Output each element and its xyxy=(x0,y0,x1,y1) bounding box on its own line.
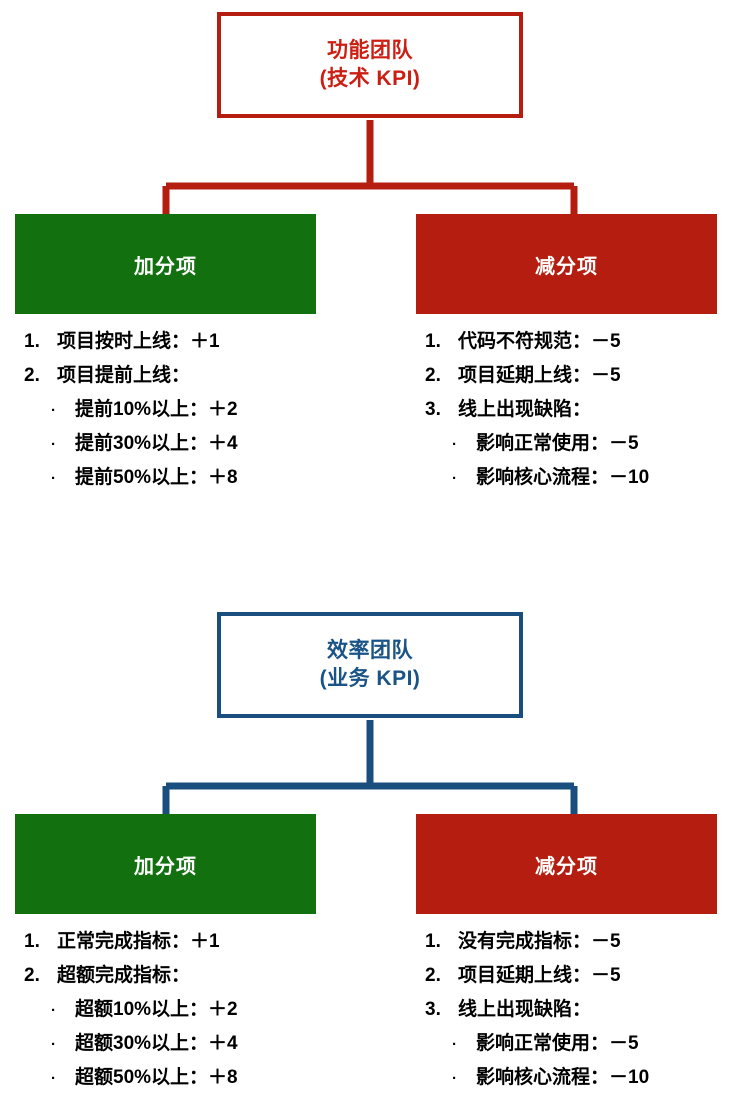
node-minus-points-label: 减分项 xyxy=(535,255,598,278)
list-item-label: 超额50%以上：＋8 xyxy=(75,1067,238,1088)
list-item-number: 3. xyxy=(425,999,441,1020)
list-item-label: 超额30%以上：＋4 xyxy=(75,1033,238,1054)
bullet-icon: · xyxy=(51,402,56,419)
list-item: · 超额50%以上：＋8 xyxy=(15,1062,335,1096)
list-item-label: 正常完成指标：＋1 xyxy=(57,931,220,952)
root-node-title-line1: 功能团队 xyxy=(327,39,413,63)
node-plus-points-business[interactable]: 加分项 xyxy=(15,814,316,914)
bullet-icon: · xyxy=(452,1036,457,1053)
bullet-icon: · xyxy=(452,436,457,453)
node-minus-points-label: 减分项 xyxy=(535,855,598,878)
list-item: 1. 项目按时上线：＋1 xyxy=(15,326,335,360)
list-item-label: 提前30%以上：＋4 xyxy=(75,433,238,454)
list-item-label: 超额10%以上：＋2 xyxy=(75,999,238,1020)
list-item-label: 项目延期上线：－5 xyxy=(458,365,621,386)
list-item-number: 2. xyxy=(425,965,441,986)
list-item: · 提前50%以上：＋8 xyxy=(15,462,335,496)
list-item-label: 项目延期上线：－5 xyxy=(458,965,621,986)
node-minus-points-technical[interactable]: 减分项 xyxy=(416,214,717,314)
list-item-label: 影响核心流程：－10 xyxy=(476,467,650,488)
list-item-label: 项目按时上线：＋1 xyxy=(57,331,220,352)
list-item-label: 没有完成指标：－5 xyxy=(458,931,621,952)
org-chart-business-team: 效率团队 (业务 KPI) 加分项 减分项 1. 正常完成指标：＋1 2. 超额完成指… xyxy=(0,600,732,1104)
list-item-label: 提前10%以上：＋2 xyxy=(75,399,238,420)
root-node-title-line2: (技术 KPI) xyxy=(319,67,421,90)
list-item: · 超额10%以上：＋2 xyxy=(15,994,335,1028)
list-item: · 提前30%以上：＋4 xyxy=(15,428,335,462)
node-plus-points-technical[interactable]: 加分项 xyxy=(15,214,316,314)
list-item-number: 3. xyxy=(425,399,441,420)
list-item: 2. 项目提前上线： xyxy=(15,360,335,394)
list-item-label: 提前50%以上：＋8 xyxy=(75,467,238,488)
list-item: 1. 代码不符规范：－5 xyxy=(416,326,732,360)
root-node-title-line1: 效率团队 xyxy=(327,639,413,663)
list-item-number: 2. xyxy=(24,365,40,386)
list-item: · 超额30%以上：＋4 xyxy=(15,1028,335,1062)
list-item: 3. 线上出现缺陷： xyxy=(416,994,732,1028)
list-item: 1. 正常完成指标：＋1 xyxy=(15,926,335,960)
list-item-number: 2. xyxy=(24,965,40,986)
bullet-icon: · xyxy=(51,470,56,487)
root-node-title-line2: (业务 KPI) xyxy=(319,667,421,690)
list-item-label: 影响核心流程：－10 xyxy=(476,1067,650,1088)
bullet-icon: · xyxy=(452,470,457,487)
list-item-label: 影响正常使用：－5 xyxy=(476,1033,639,1054)
bullet-icon: · xyxy=(51,1002,56,1019)
list-item-number: 1. xyxy=(24,931,40,952)
root-node-business-team[interactable]: 效率团队 (业务 KPI) xyxy=(217,612,523,718)
list-item: 2. 项目延期上线：－5 xyxy=(416,960,732,994)
list-item: · 提前10%以上：＋2 xyxy=(15,394,335,428)
connector-lines-technical xyxy=(162,120,578,216)
node-plus-points-label: 加分项 xyxy=(134,255,197,278)
root-node-technical-team[interactable]: 功能团队 (技术 KPI) xyxy=(217,12,523,118)
list-item: 3. 线上出现缺陷： xyxy=(416,394,732,428)
list-item-number: 2. xyxy=(425,365,441,386)
bullet-icon: · xyxy=(51,1070,56,1087)
list-item-label: 代码不符规范：－5 xyxy=(458,331,621,352)
org-chart-technical-team: 功能团队 (技术 KPI) 加分项 减分项 1. 项目按时上线：＋1 2. 项目提前上… xyxy=(0,0,732,540)
list-item-label: 线上出现缺陷： xyxy=(458,399,592,420)
list-item: · 影响正常使用：－5 xyxy=(416,428,732,462)
node-plus-points-label: 加分项 xyxy=(134,855,197,878)
list-item-number: 1. xyxy=(425,331,441,352)
bullet-icon: · xyxy=(452,1070,457,1087)
bullet-icon: · xyxy=(51,1036,56,1053)
list-item-number: 1. xyxy=(24,331,40,352)
list-item-label: 项目提前上线： xyxy=(57,365,191,386)
list-item: · 影响核心流程：－10 xyxy=(416,462,732,496)
list-item-label: 影响正常使用：－5 xyxy=(476,433,639,454)
node-minus-points-business[interactable]: 减分项 xyxy=(416,814,717,914)
list-item: 1. 没有完成指标：－5 xyxy=(416,926,732,960)
list-item-label: 线上出现缺陷： xyxy=(458,999,592,1020)
connector-lines-business xyxy=(162,720,578,816)
list-item: 2. 超额完成指标： xyxy=(15,960,335,994)
list-item: · 影响正常使用：－5 xyxy=(416,1028,732,1062)
bullet-icon: · xyxy=(51,436,56,453)
list-item: · 影响核心流程：－10 xyxy=(416,1062,732,1096)
list-item: 2. 项目延期上线：－5 xyxy=(416,360,732,394)
list-item-label: 超额完成指标： xyxy=(57,965,191,986)
list-item-number: 1. xyxy=(425,931,441,952)
